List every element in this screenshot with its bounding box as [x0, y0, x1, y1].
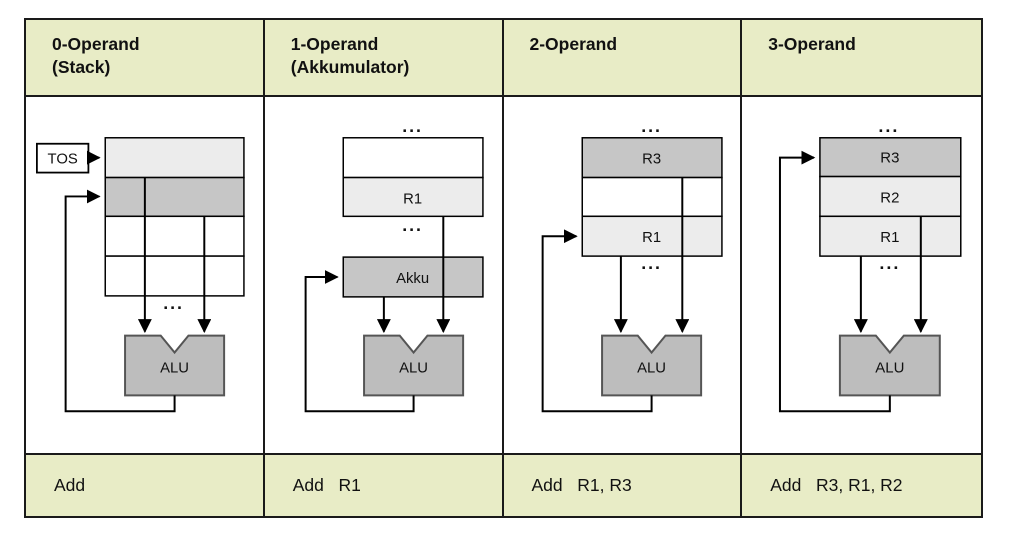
alu-label: ALU	[876, 359, 905, 376]
tos-label: TOS	[48, 152, 78, 168]
two-operand-architecture-diagram: ... R3 R1 ... ALU	[541, 116, 723, 413]
column-header-2-operand: 2-Operand	[503, 20, 743, 97]
ellipsis-below-stack: ...	[163, 293, 184, 313]
ellipsis-above-registers: ...	[402, 116, 423, 136]
register-r3-label: R3	[881, 150, 900, 167]
akkumulator-architecture-diagram: ... R1 ... Akku ALU	[304, 116, 484, 413]
stack-cell-second	[104, 176, 245, 218]
stack-cell-top	[104, 137, 245, 179]
register-cell-empty	[581, 176, 723, 218]
result-feedback-arrow	[304, 270, 415, 413]
alu-label: ALU	[399, 360, 428, 376]
diagram-cell-2-operand: ... R3 R1 ... ALU	[503, 97, 743, 455]
register-r1-label: R1	[642, 230, 661, 246]
register-cell-r1	[819, 215, 962, 257]
register-cell-r1	[581, 215, 723, 257]
akku-label: Akku	[396, 271, 429, 287]
register-r3-label: R3	[642, 152, 661, 168]
column-header-3-operand: 3-Operand	[742, 20, 981, 97]
alu-shape	[839, 334, 942, 397]
diagram-cell-akkumulator: ... R1 ... Akku ALU	[264, 97, 504, 455]
register-cell-r2	[819, 175, 962, 218]
stack-cell-third	[104, 215, 245, 257]
ellipsis-below-registers: ...	[402, 215, 423, 235]
instruction-cell-2-operand: Add R1, R3	[503, 455, 743, 516]
ellipsis-above-registers: ...	[879, 116, 900, 136]
register-r1-label: R1	[403, 191, 422, 207]
alu-shape	[124, 334, 226, 397]
alu-shape	[362, 334, 464, 397]
result-feedback-arrow	[64, 189, 176, 413]
instruction-cell-3-operand: Add R3, R1, R2	[742, 455, 981, 516]
alu-label: ALU	[160, 360, 189, 376]
stack-cell-fourth	[104, 255, 245, 297]
ellipsis-above-registers: ...	[641, 116, 662, 136]
three-operand-architecture-diagram: ... R3 R2 R1 ... ALU	[779, 116, 962, 413]
ellipsis-below-registers: ...	[641, 253, 662, 273]
register-r1-label: R1	[881, 229, 900, 246]
result-feedback-arrow	[779, 150, 892, 413]
register-cell-r3	[819, 137, 962, 178]
stack-architecture-diagram: TOS ... ALU	[36, 137, 245, 413]
alu-shape	[600, 334, 702, 397]
register-cell-r3	[581, 137, 723, 179]
isa-comparison-table: 0-Operand (Stack) 1-Operand (Akkumulator…	[24, 18, 983, 518]
instruction-cell-stack: Add	[26, 455, 265, 516]
akku-box	[342, 256, 484, 298]
register-r2-label: R2	[881, 189, 900, 206]
diagram-cell-3-operand: ... R3 R2 R1 ... ALU	[742, 97, 981, 455]
instruction-cell-akkumulator: Add R1	[264, 455, 504, 516]
column-header-1-operand-akkumulator: 1-Operand (Akkumulator)	[264, 20, 504, 97]
alu-label: ALU	[637, 360, 666, 376]
ellipsis-below-registers: ...	[880, 253, 901, 273]
register-cell-r1	[342, 176, 484, 218]
diagram-cell-stack: TOS ... ALU	[26, 97, 265, 455]
result-feedback-arrow	[541, 229, 653, 413]
register-cell-empty	[342, 137, 484, 179]
tos-box	[36, 142, 90, 174]
column-header-0-operand-stack: 0-Operand (Stack)	[26, 20, 265, 97]
